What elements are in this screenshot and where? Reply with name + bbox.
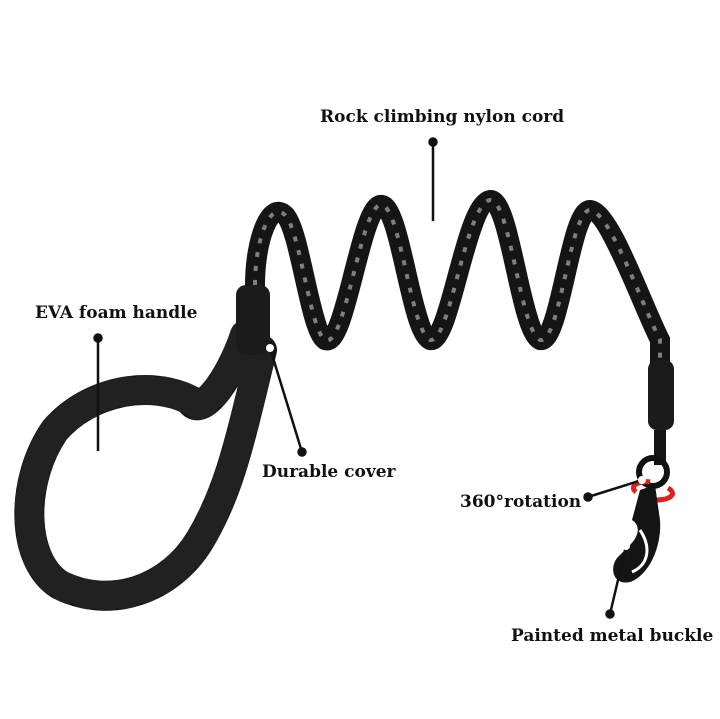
- callout-lines: [93, 137, 646, 619]
- label-durable-cover: Durable cover: [262, 462, 396, 482]
- label-eva-handle: EVA foam handle: [35, 303, 198, 323]
- rotation-arrow-icon: [630, 479, 675, 503]
- metal-buckle: [613, 485, 661, 583]
- buckle-connector: [648, 360, 674, 430]
- eva-foam-handle: [14, 320, 277, 611]
- durable-cover: [236, 285, 270, 355]
- label-metal-buckle: Painted metal buckle: [511, 626, 714, 646]
- nylon-cord: [245, 190, 670, 380]
- label-nylon-cord: Rock climbing nylon cord: [320, 107, 565, 127]
- label-rotation: 360°rotation: [460, 492, 582, 512]
